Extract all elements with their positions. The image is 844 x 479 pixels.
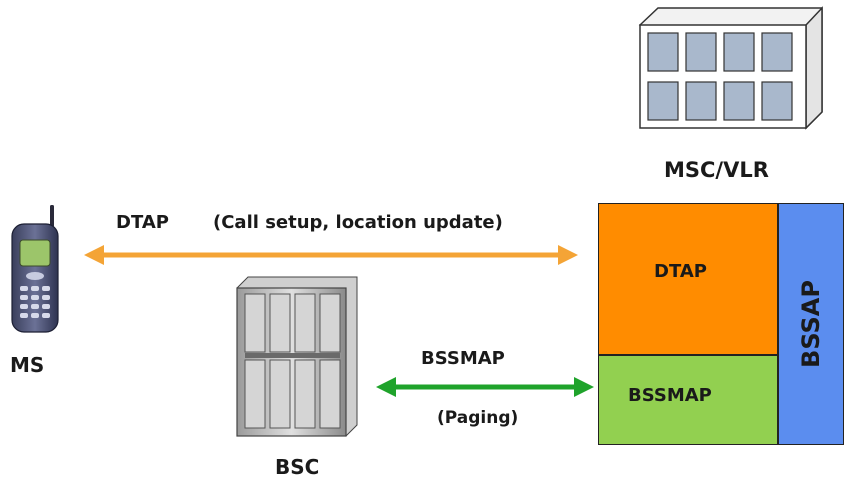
ms-label: MS — [10, 353, 45, 377]
bsc-rack-icon — [236, 276, 358, 437]
dtap-block — [598, 203, 778, 355]
dtap-block-label: DTAP — [654, 261, 707, 282]
protocol-stack: DTAP BSSMAP BSSAP — [598, 203, 844, 445]
msc-vlr-label: MSC/VLR — [664, 158, 769, 182]
bssmap-block — [598, 355, 778, 445]
bssmap-link-description: (Paging) — [437, 408, 519, 428]
bssmap-link-label: BSSMAP — [421, 348, 505, 369]
msc-vlr-cabinet-icon — [638, 6, 823, 130]
bssap-block-label: BSSAP — [797, 280, 825, 368]
bssmap-link-arrow — [376, 377, 594, 397]
bsc-label: BSC — [275, 455, 320, 479]
bssmap-block-label: BSSMAP — [628, 385, 712, 406]
dtap-link-label: DTAP — [116, 212, 169, 233]
mobile-phone-icon — [11, 205, 59, 333]
dtap-link-arrow — [84, 245, 578, 265]
dtap-link-description: (Call setup, location update) — [213, 212, 503, 233]
